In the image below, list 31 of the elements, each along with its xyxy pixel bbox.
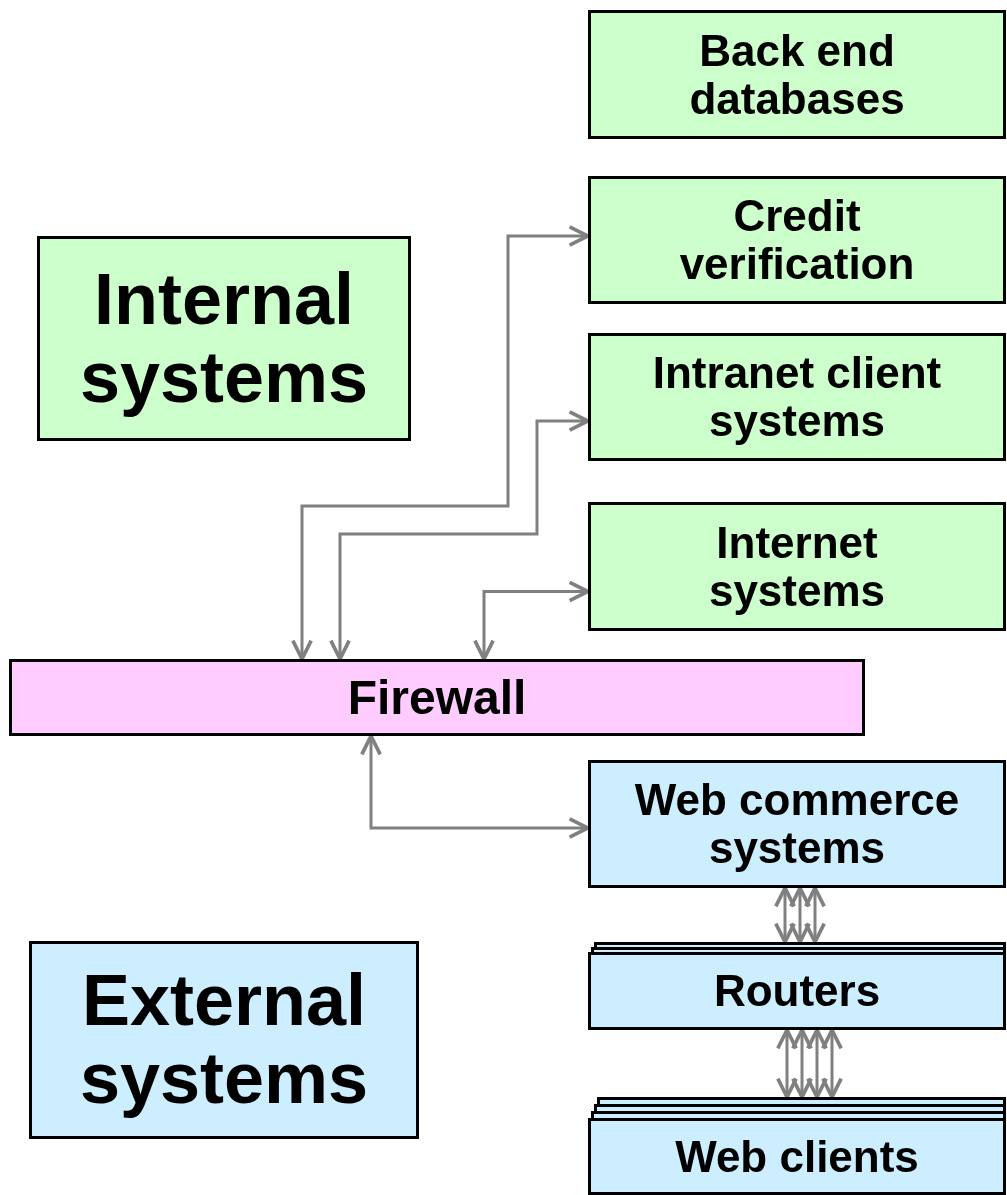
system-box xyxy=(588,760,1006,888)
box-label: Intranet client systems xyxy=(651,349,943,445)
box-label: Firewall xyxy=(347,671,527,724)
double-arrow xyxy=(473,580,590,661)
double-arrow xyxy=(776,1028,798,1099)
box-label: Internal systems xyxy=(78,260,370,417)
box-label: Web clients xyxy=(675,1132,919,1181)
double-arrow xyxy=(791,1028,813,1099)
box-label: Internet systems xyxy=(707,519,887,614)
box-label: Routers xyxy=(713,967,881,1015)
box-label: Credit verification xyxy=(678,192,916,288)
box-label: Back end databases xyxy=(688,27,906,122)
box-label: External systems xyxy=(78,962,370,1118)
section-heading-box xyxy=(29,941,419,1139)
firewall-bar xyxy=(9,659,865,736)
double-arrow xyxy=(360,734,590,839)
double-arrow xyxy=(291,225,590,661)
double-arrow xyxy=(774,886,796,944)
section-heading-box xyxy=(37,236,411,441)
system-box xyxy=(588,1118,1006,1195)
double-arrow xyxy=(806,1028,828,1099)
double-arrow xyxy=(789,886,811,944)
system-box xyxy=(588,10,1006,139)
box-label: Web commerce systems xyxy=(633,776,961,872)
double-arrow xyxy=(821,1028,843,1099)
system-box xyxy=(588,333,1006,461)
double-arrow xyxy=(804,886,826,944)
double-arrow xyxy=(329,410,590,661)
system-box xyxy=(588,176,1006,304)
system-box xyxy=(588,952,1006,1030)
system-box xyxy=(588,502,1006,631)
